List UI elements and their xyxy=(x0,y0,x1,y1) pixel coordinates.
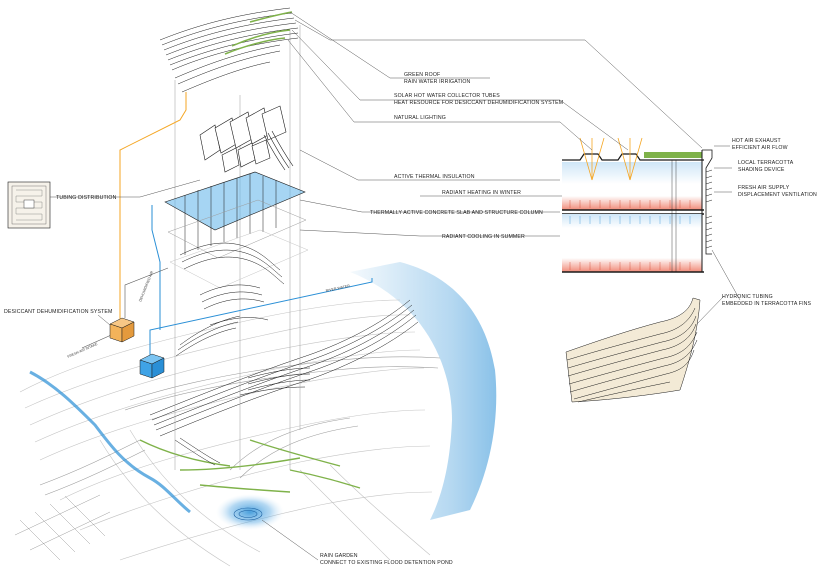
hydronic-fin xyxy=(565,297,701,403)
label-hot-air-exhaust: HOT AIR EXHAUST xyxy=(732,138,782,144)
lower-heating-zone xyxy=(562,258,702,272)
large-river-band xyxy=(350,262,497,520)
heating-arrows xyxy=(569,200,691,208)
label-flood-detention-pond: CONNECT TO EXISTING FLOOD DETENTION POND xyxy=(320,560,453,566)
label-efficient-air-flow: EFFICIENT AIR FLOW xyxy=(732,145,788,151)
label-hydronic-tubing: HYDRONIC TUBING xyxy=(722,294,773,300)
river-water-pipe xyxy=(149,278,373,360)
label-rain-water-irrigation: RAIN WATER IRRIGATION xyxy=(404,79,471,85)
label-radiant-heating: RADIANT HEATING IN WINTER xyxy=(442,190,521,196)
label-river-water: RIVER WATER xyxy=(325,284,350,293)
site-grid xyxy=(14,494,111,561)
desiccant-unit xyxy=(109,317,135,343)
label-displacement-ventilation: DISPLACEMENT VENTILATION xyxy=(738,192,817,198)
label-heat-resource: HEAT RESOURCE FOR DESICCANT DEHUMIDIFICA… xyxy=(394,100,563,106)
label-tubing-distribution: TUBING DISTRIBUTION xyxy=(56,195,117,201)
label-thermally-active-slab: THERMALLY ACTIVE CONCRETE SLAB AND STRUC… xyxy=(370,210,543,216)
daylight-rays xyxy=(579,137,643,181)
cooling-zone xyxy=(562,214,702,228)
floor-plates xyxy=(179,242,285,326)
label-dehumidified-air: DEHUMIDIFIED AIR xyxy=(138,270,154,302)
label-local-terracotta: LOCAL TERRACOTTA xyxy=(738,160,794,166)
leader-lines xyxy=(50,11,741,561)
rain-garden-pond xyxy=(216,494,284,530)
label-embedded-terracotta-fins: EMBEDDED IN TERRACOTTA FINS xyxy=(722,301,812,307)
label-fresh-air-intake: FRESH AIR INTAKE xyxy=(67,342,99,359)
label-radiant-cooling: RADIANT COOLING IN SUMMER xyxy=(442,234,525,240)
label-solar-tubes: SOLAR HOT WATER COLLECTOR TUBES xyxy=(394,93,500,99)
solar-hot-water-pipe xyxy=(119,92,187,320)
dehumidified-air-pipe xyxy=(124,267,169,318)
label-fresh-air-supply: FRESH AIR SUPPLY xyxy=(738,185,790,191)
thermal-slab xyxy=(164,171,309,289)
pipes xyxy=(81,92,373,360)
vertical-core-lines xyxy=(174,25,301,470)
section-detail xyxy=(562,137,713,273)
pump-unit xyxy=(139,353,165,379)
tubing-distribution-sketch xyxy=(7,181,51,229)
small-river xyxy=(29,370,191,514)
green-landscape-strips xyxy=(139,439,361,493)
cooling-arrows xyxy=(569,216,691,224)
heating-zone xyxy=(562,196,702,210)
solar-collector-tubes xyxy=(199,105,294,173)
label-rain-garden: RAIN GARDEN xyxy=(320,553,358,559)
label-shading-device: SHADING DEVICE xyxy=(738,167,785,173)
lower-heating-arrows xyxy=(569,262,691,270)
label-active-insulation: ACTIVE THERMAL INSULATION xyxy=(394,174,475,180)
label-green-roof: GREEN ROOF xyxy=(404,72,440,78)
slab-water-pipe xyxy=(151,205,161,330)
section-green-roof xyxy=(644,152,702,158)
green-roof xyxy=(159,7,299,93)
label-natural-lighting: NATURAL LIGHTING xyxy=(394,115,446,121)
facade-sweeps xyxy=(149,299,419,466)
terracotta-fins xyxy=(705,169,713,249)
label-desiccant-system: DESICCANT DEHUMIDIFICATION SYSTEM xyxy=(4,309,113,315)
